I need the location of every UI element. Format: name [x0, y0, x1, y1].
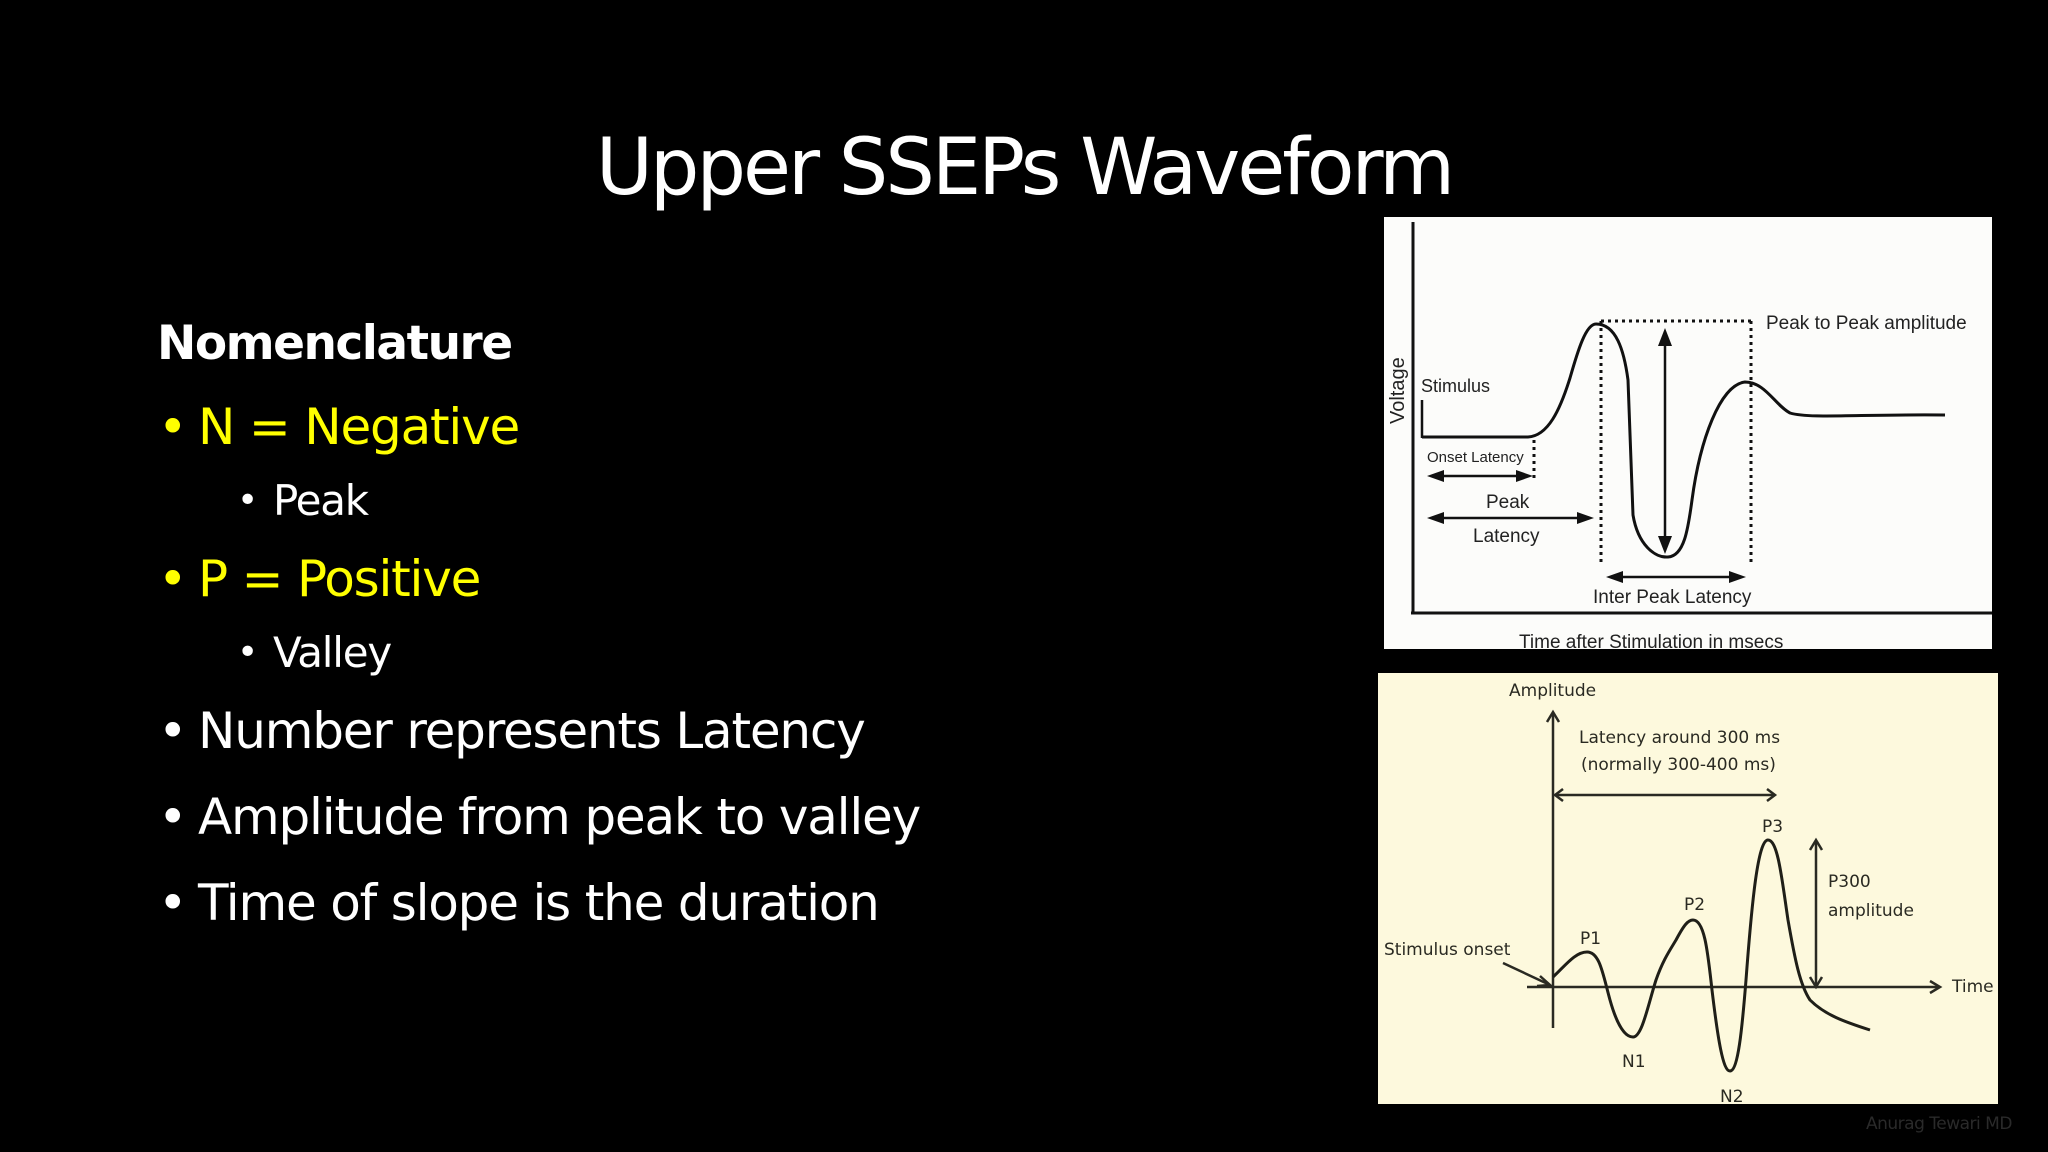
waveform-latency-diagram: Voltage Stimulus Onset Latency Peak Late…	[1384, 217, 1992, 649]
peak-label-n2: N2	[1720, 1087, 1744, 1104]
bullet-text: Time of slope is the duration	[198, 874, 880, 932]
bullet-item: • Number represents Latency	[158, 701, 866, 761]
bullet-text: Peak	[273, 476, 369, 525]
bullet-item: • P = Positive	[158, 549, 481, 609]
latency-label: Latency	[1473, 526, 1540, 547]
bullet-icon: •	[158, 874, 188, 932]
x-axis-label: Time after Stimulation in msecs	[1519, 632, 1783, 649]
section-heading: Nomenclature	[157, 316, 513, 371]
latency-label-line2: (normally 300-400 ms)	[1581, 755, 1776, 775]
peak-to-peak-amplitude-label: Peak to Peak amplitude	[1766, 313, 1967, 334]
slide-title: Upper SSEPs Waveform	[595, 123, 1455, 213]
bullet-item: • Amplitude from peak to valley	[158, 787, 921, 847]
peak-label: Peak	[1486, 492, 1530, 513]
peak-label-p2: P2	[1684, 895, 1705, 915]
bullet-item: • N = Negative	[158, 397, 520, 457]
bullet-icon: •	[158, 788, 188, 846]
bullet-icon: •	[158, 550, 188, 608]
bullet-icon: •	[237, 632, 258, 673]
inter-peak-latency-label: Inter Peak Latency	[1593, 587, 1752, 608]
y-axis-label: Amplitude	[1509, 681, 1596, 701]
p300-label-line2: amplitude	[1828, 901, 1914, 921]
sub-bullet-item: • Peak	[237, 476, 369, 526]
bullet-icon: •	[237, 480, 258, 521]
peak-label-p3: P3	[1762, 817, 1783, 837]
author-watermark: Anurag Tewari MD	[1866, 1114, 2012, 1134]
bullet-icon: •	[158, 702, 188, 760]
bullet-text: Number represents Latency	[198, 702, 866, 760]
latency-label-line1: Latency around 300 ms	[1579, 728, 1780, 748]
bullet-item: • Time of slope is the duration	[158, 873, 880, 933]
bullet-text: Valley	[273, 628, 392, 677]
y-axis-label: Voltage	[1387, 357, 1409, 424]
sub-bullet-item: • Valley	[237, 628, 392, 678]
bullet-icon: •	[158, 398, 188, 456]
stimulus-onset-label: Stimulus onset	[1384, 940, 1511, 960]
peak-label-n1: N1	[1622, 1052, 1646, 1072]
p300-erp-diagram: Amplitude Latency around 300 ms (normall…	[1378, 673, 1998, 1104]
onset-latency-label: Onset Latency	[1427, 449, 1524, 466]
peak-label-p1: P1	[1580, 929, 1601, 949]
bullet-text: Amplitude from peak to valley	[198, 788, 921, 846]
bullet-text: N = Negative	[198, 398, 520, 456]
stimulus-label: Stimulus	[1421, 376, 1490, 396]
bullet-text: P = Positive	[198, 550, 481, 608]
x-axis-label: Time	[1951, 977, 1994, 997]
p300-label-line1: P300	[1828, 872, 1871, 892]
